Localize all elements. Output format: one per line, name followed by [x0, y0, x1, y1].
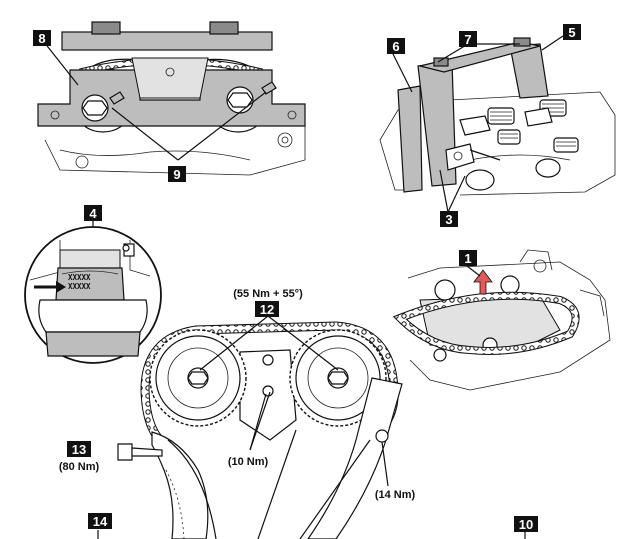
callout-5: 5: [563, 24, 581, 40]
tool-top-bar: [61, 31, 273, 51]
svg-text:7: 7: [464, 32, 471, 47]
svg-text:1: 1: [464, 251, 471, 266]
svg-text:3: 3: [445, 212, 452, 227]
callout-14: 14: [88, 513, 112, 529]
torque-label-13: (80 Nm): [59, 461, 100, 473]
marking-line-2: XXXXX: [68, 282, 91, 291]
callout-1: 1: [459, 250, 477, 266]
torque-label-12: (55 Nm + 55°): [233, 288, 303, 300]
tool-post-6: [397, 85, 423, 193]
callout-7: 7: [459, 31, 477, 47]
exhaust-camshaft-sprocket: [289, 329, 387, 427]
svg-text:10: 10: [519, 517, 533, 532]
intake-camshaft-sprocket: [149, 329, 247, 427]
callout-13: 13: [67, 441, 91, 457]
torque-label-center-bolts: (10 Nm): [228, 456, 269, 468]
callout-4: 4: [84, 205, 102, 221]
camshaft-locking-tool-view: [37, 21, 306, 176]
chain-detail-view: [392, 249, 611, 391]
timing-drive-view: [97, 315, 526, 539]
svg-text:5: 5: [568, 25, 575, 40]
svg-text:14: 14: [93, 514, 108, 529]
svg-text:8: 8: [38, 31, 45, 46]
valve-gear-tool-view: [379, 35, 616, 213]
svg-text:6: 6: [392, 39, 399, 54]
tensioner-rail: [151, 431, 209, 539]
direction-arrow-icon: [473, 269, 493, 295]
callout-3: 3: [440, 211, 458, 227]
callout-12: 12: [255, 301, 279, 317]
tool-bridge: [419, 41, 541, 73]
svg-text:12: 12: [260, 302, 274, 317]
svg-text:13: 13: [72, 442, 86, 457]
marking-detail-view: XXXXX XXXXX: [24, 220, 162, 364]
callout-6: 6: [387, 38, 405, 54]
chain-guide-rail: [307, 377, 403, 539]
svg-text:4: 4: [89, 206, 97, 221]
callout-8: 8: [33, 30, 51, 46]
callout-9: 9: [168, 166, 186, 182]
callout-10: 10: [514, 516, 538, 532]
svg-text:9: 9: [173, 167, 180, 182]
torque-label-guide-bolt: (14 Nm): [375, 489, 416, 501]
marking-line-1: XXXXX: [68, 273, 91, 282]
